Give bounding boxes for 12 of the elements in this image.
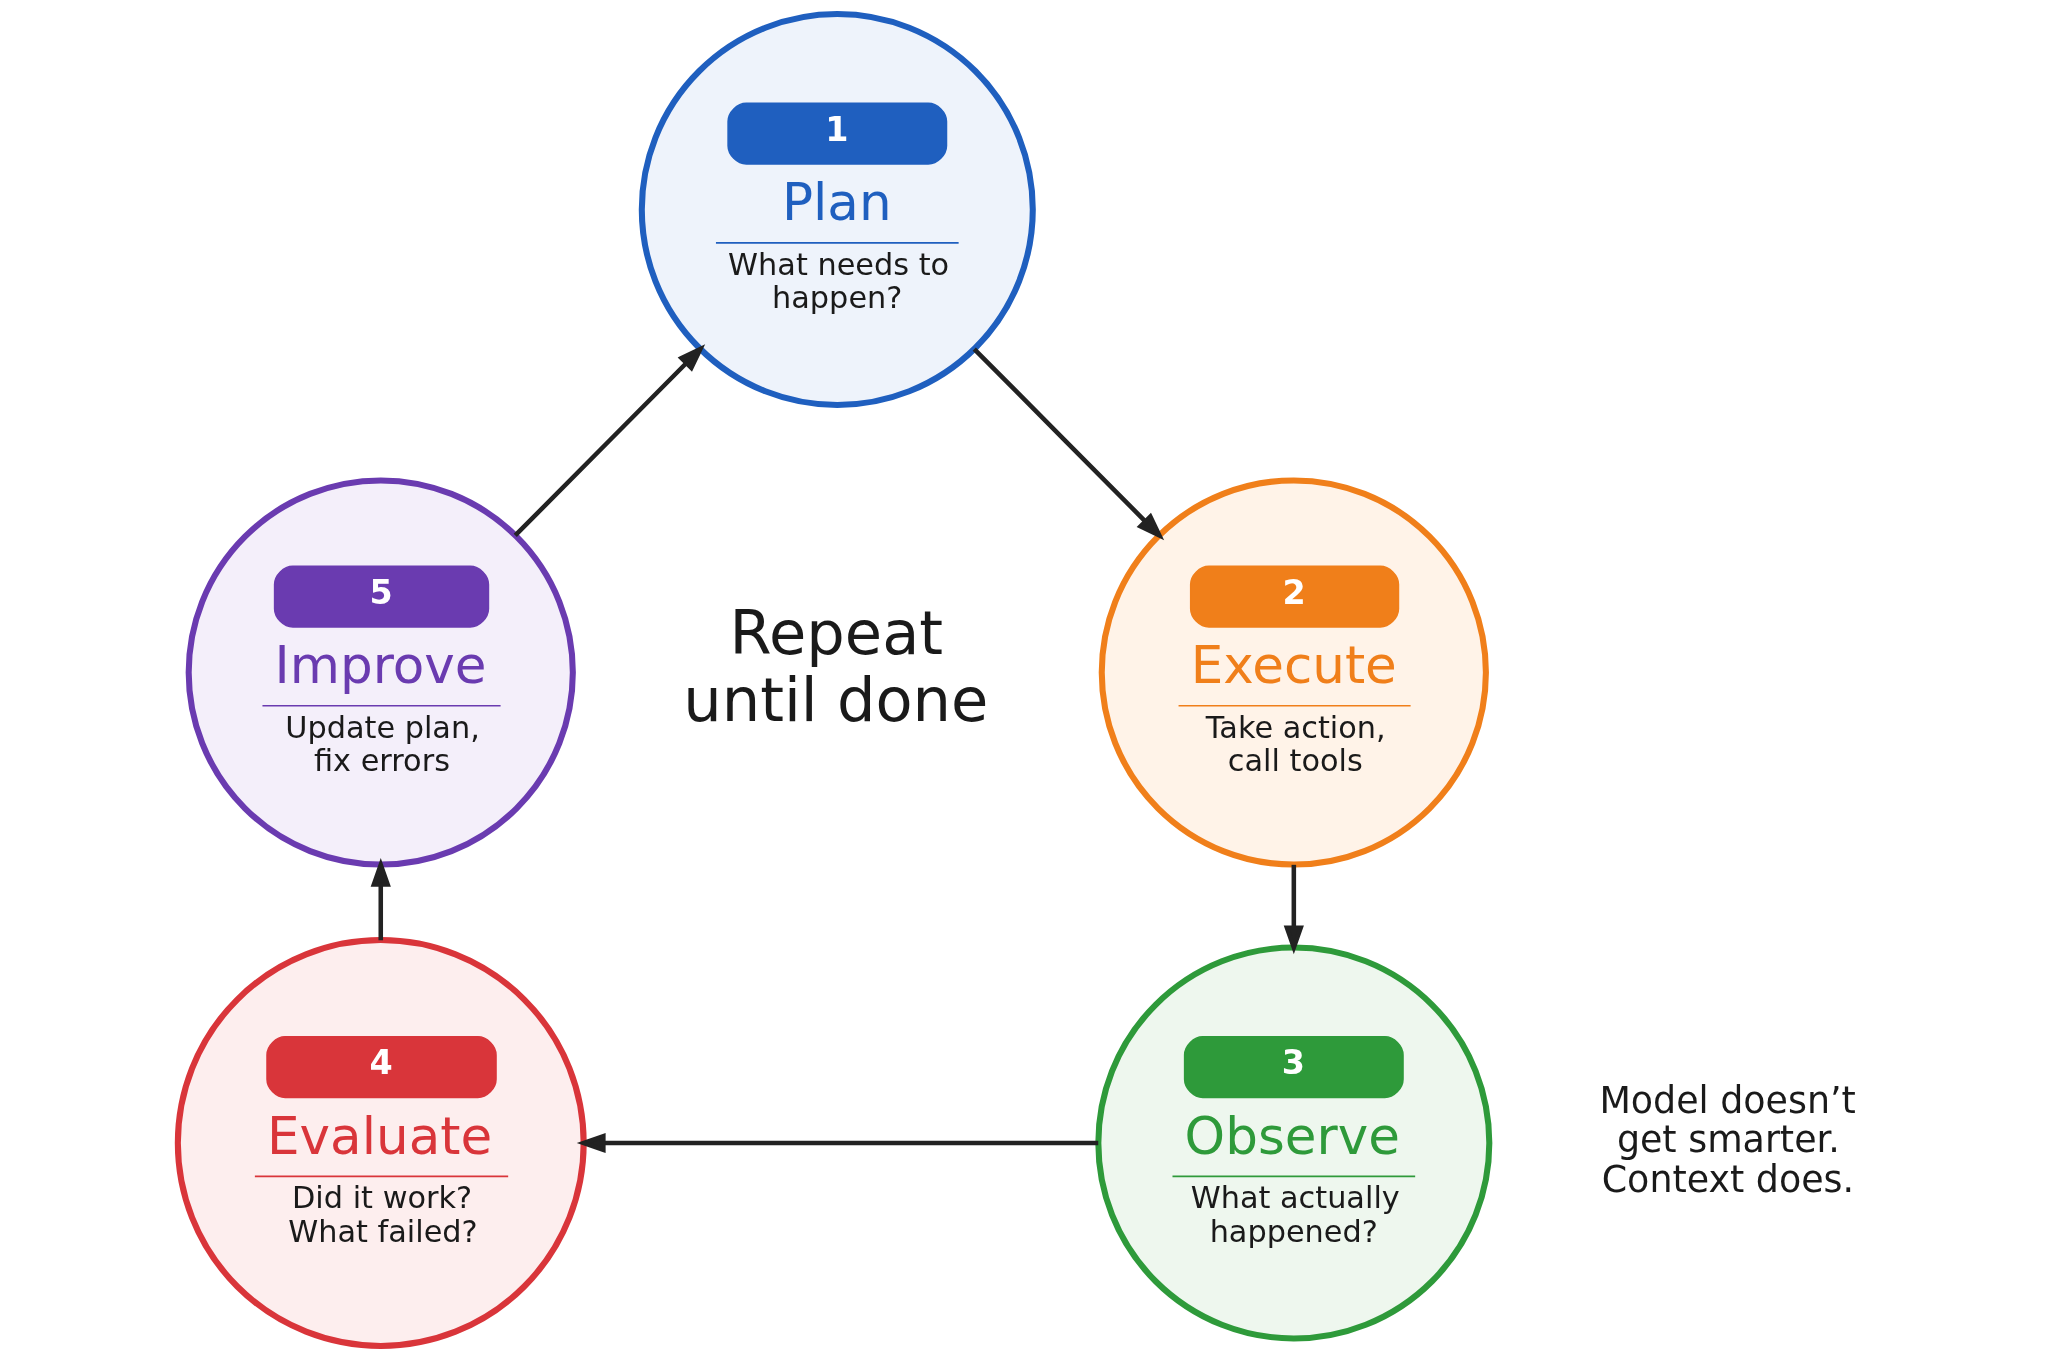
- arrow: [513, 344, 705, 538]
- label: Model doesn’t get smarter. Context does.: [1598, 1078, 1856, 1201]
- node-circle: 1 Plan What needs to happen?: [638, 10, 1036, 409]
- node-circle: 2 Execute Take action, call tools: [1098, 477, 1489, 868]
- arrow: [1283, 864, 1304, 955]
- arrow: [370, 857, 391, 941]
- arrow: [972, 347, 1164, 541]
- arrow: [576, 1132, 1098, 1154]
- node-circle: 4 Evaluate Did it work? What failed?: [174, 937, 587, 1349]
- label: Repeat until done: [682, 598, 988, 736]
- node-circle: 3 Observe What actually happened?: [1094, 944, 1492, 1342]
- node-circle: 5 Improve Update plan, fix errors: [185, 477, 576, 868]
